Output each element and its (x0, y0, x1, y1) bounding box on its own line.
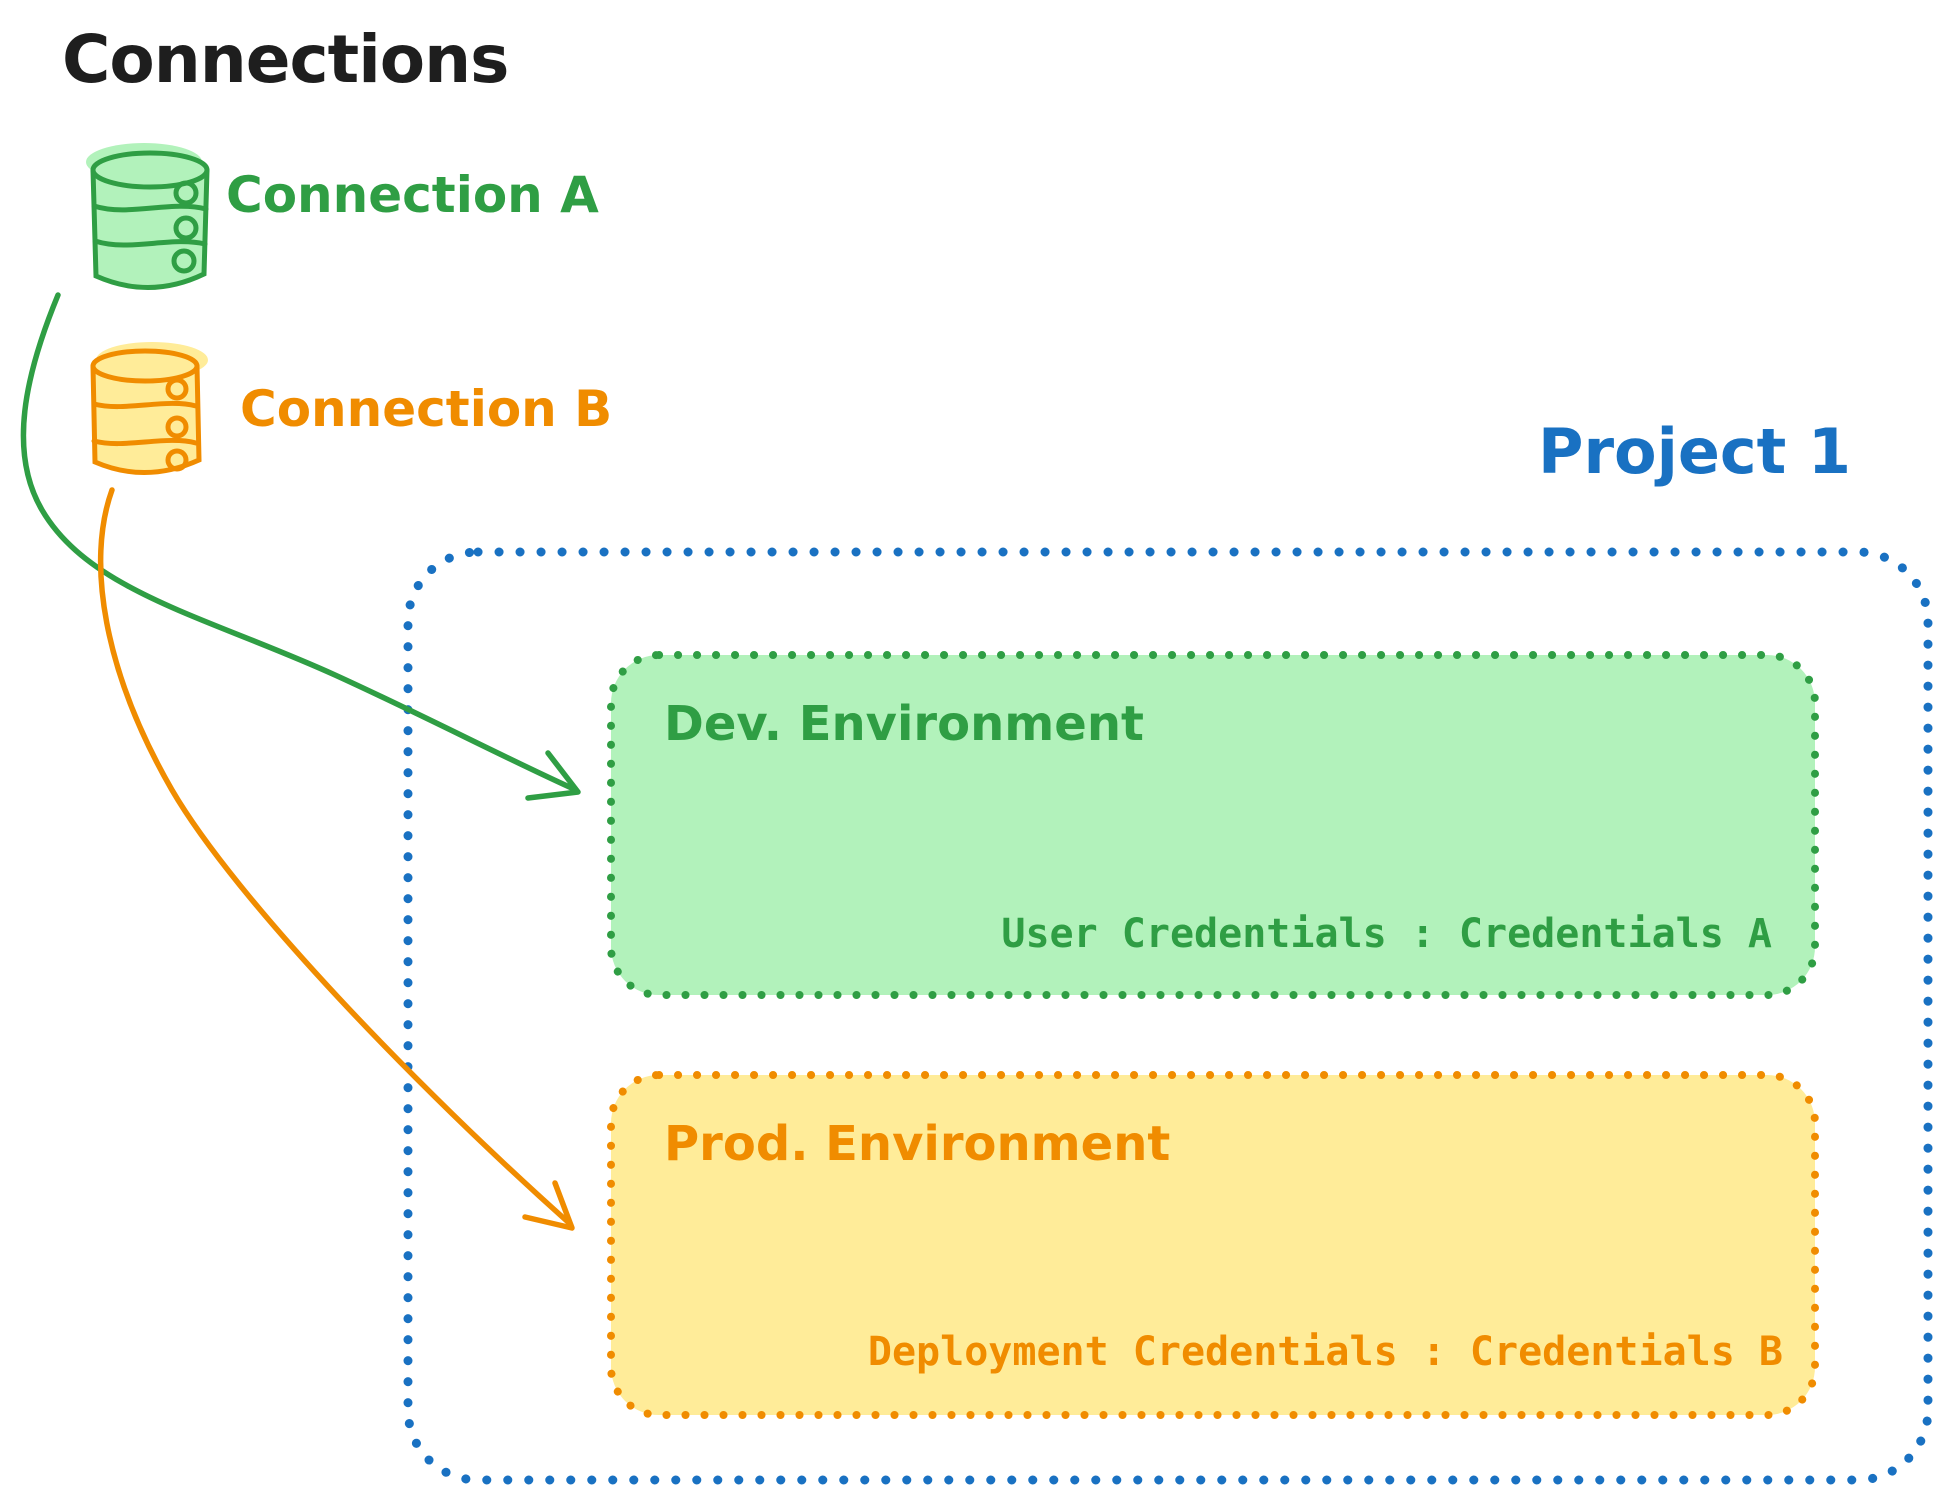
page-title: Connections (62, 21, 509, 98)
connection-b-database-icon (90, 342, 208, 475)
project-1-box (403, 547, 1933, 1485)
dev-environment-box (607, 651, 1819, 999)
dev-environment-credentials: User Credentials : Credentials A (1001, 911, 1772, 957)
connection-b-arrow (97, 487, 575, 1231)
connection-b-label: Connection B (240, 380, 613, 438)
connection-a-label: Connection A (226, 166, 599, 224)
dev-environment-title: Dev. Environment (664, 696, 1144, 752)
prod-environment-title: Prod. Environment (664, 1116, 1171, 1172)
connection-a-arrowhead (525, 750, 581, 801)
prod-environment-credentials: Deployment Credentials : Credentials B (867, 1329, 1783, 1375)
connection-b-arrowhead (522, 1180, 575, 1231)
prod-environment-box (607, 1071, 1819, 1419)
connection-a-arrow (20, 292, 581, 801)
project-1-title: Project 1 (1538, 415, 1852, 488)
connection-a-database-icon (86, 143, 210, 290)
